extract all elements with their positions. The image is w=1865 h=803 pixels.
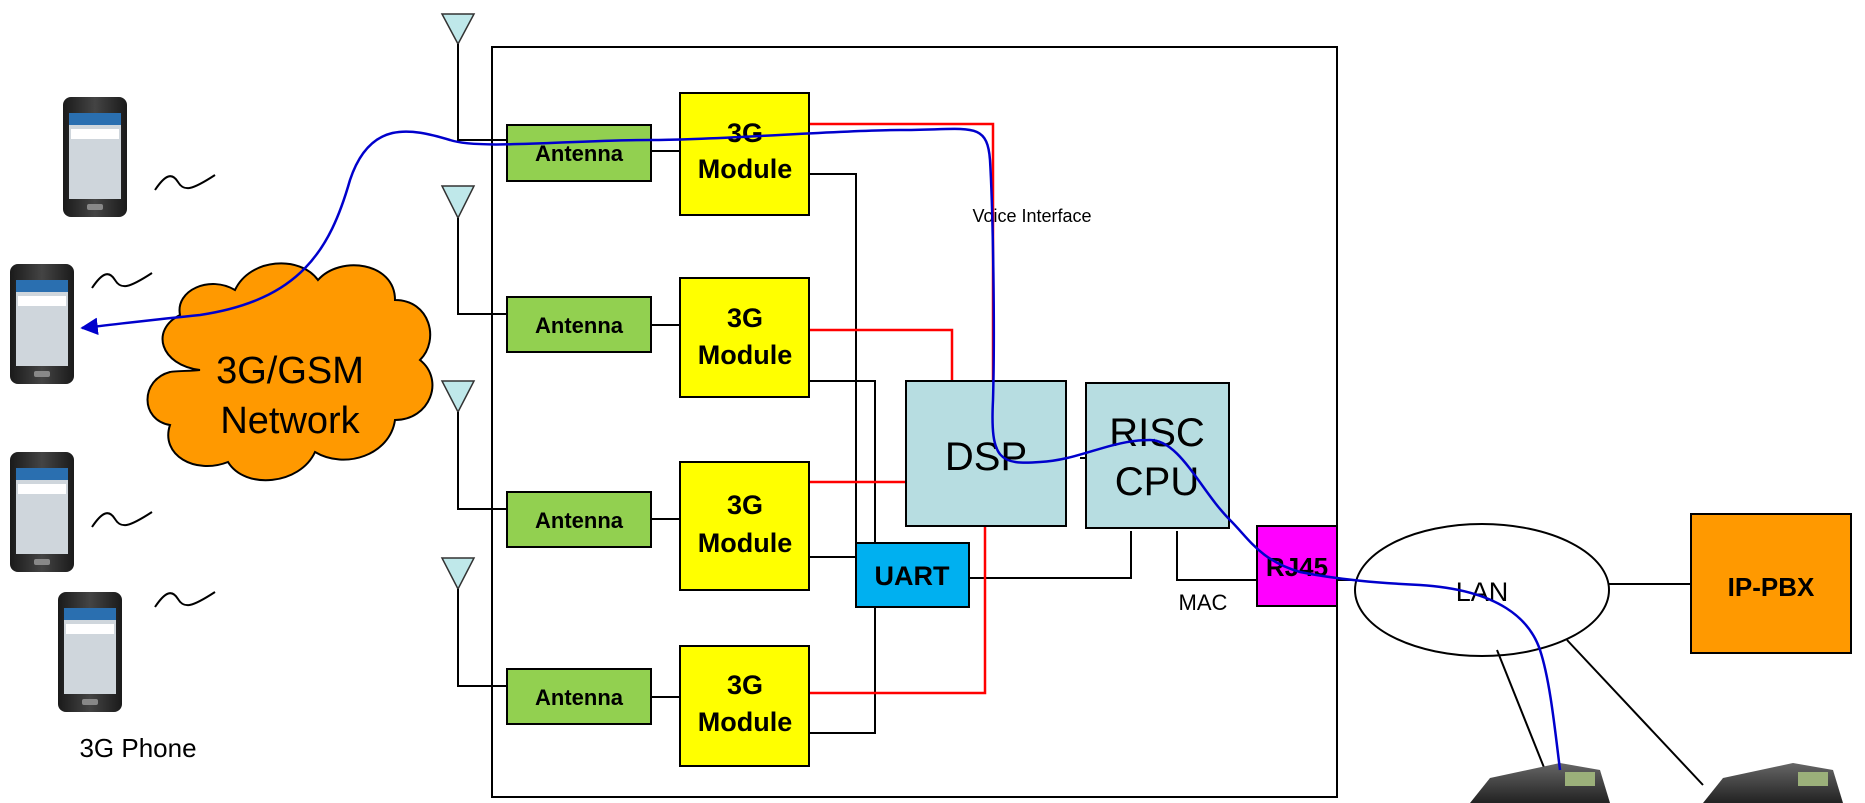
dsp-chip: DSP: [905, 380, 1067, 527]
ippbx-label: IP-PBX: [1728, 572, 1815, 602]
module-label-line2: Module: [698, 154, 793, 184]
antenna-label: Antenna: [535, 313, 624, 338]
3g-module: 3G Module: [679, 277, 810, 398]
phone-caption: 3G Phone: [79, 733, 196, 763]
mobile-phone-icon: [10, 264, 74, 384]
wireless-signal-icon: [154, 174, 216, 191]
network-label-line1: 3G/GSM: [216, 350, 364, 392]
rj45-port: RJ45: [1256, 525, 1338, 607]
wireless-signal-icon: [154, 591, 216, 608]
rj45-label: RJ45: [1266, 552, 1328, 582]
dsp-label: DSP: [945, 435, 1027, 479]
module-label-line1: 3G: [727, 670, 763, 700]
network-label-line2: Network: [220, 400, 360, 442]
antenna-label: Antenna: [535, 685, 624, 710]
antenna-mast-icon: [440, 557, 507, 687]
risc-cpu-chip: RISC CPU: [1085, 382, 1230, 529]
3g-gsm-network-cloud: 3G/GSM Network: [146, 262, 434, 482]
antenna-mast-icon: [440, 13, 507, 141]
antenna-mast-icon: [440, 380, 507, 510]
ip-desk-phone-icon: [1703, 763, 1843, 803]
mobile-phone-icon: [58, 592, 122, 712]
antenna-mast-icon: [440, 185, 507, 315]
antenna-label: Antenna: [535, 141, 624, 166]
module-label-line1: 3G: [727, 490, 763, 520]
mobile-phone-icon: [10, 452, 74, 572]
ip-pbx: IP-PBX: [1690, 513, 1852, 654]
antenna-block: Antenna: [506, 668, 652, 725]
module-label-line1: 3G: [727, 118, 763, 148]
mobile-phone-icon: [63, 97, 127, 217]
antenna-label: Antenna: [535, 508, 624, 533]
ip-desk-phone-icon: [1470, 763, 1610, 803]
control-bus: [809, 173, 1367, 734]
wireless-signal-icon: [91, 272, 153, 289]
antenna-block: Antenna: [506, 296, 652, 353]
uart-label: UART: [875, 561, 950, 591]
antenna-block: Antenna: [506, 124, 652, 182]
mac-label: MAC: [1179, 590, 1228, 615]
antenna-module-links: [651, 150, 680, 698]
uart-block: UART: [855, 542, 970, 608]
antenna-block: Antenna: [506, 491, 652, 548]
voice-interface-label: Voice Interface: [972, 206, 1091, 226]
lan-cloud: LAN: [1354, 523, 1610, 657]
3g-module: 3G Module: [679, 92, 810, 216]
lan-phone-links: [1496, 639, 1704, 786]
module-label-line1: 3G: [727, 303, 763, 333]
risc-label-line1: RISC: [1109, 411, 1205, 455]
module-label-line2: Module: [698, 528, 793, 558]
3g-module: 3G Module: [679, 461, 810, 591]
module-label-line2: Module: [698, 707, 793, 737]
wireless-signal-icon: [91, 511, 153, 528]
call-path: [80, 127, 1562, 771]
risc-label-line2: CPU: [1115, 460, 1199, 504]
3g-module: 3G Module: [679, 645, 810, 767]
module-label-line2: Module: [698, 340, 793, 370]
